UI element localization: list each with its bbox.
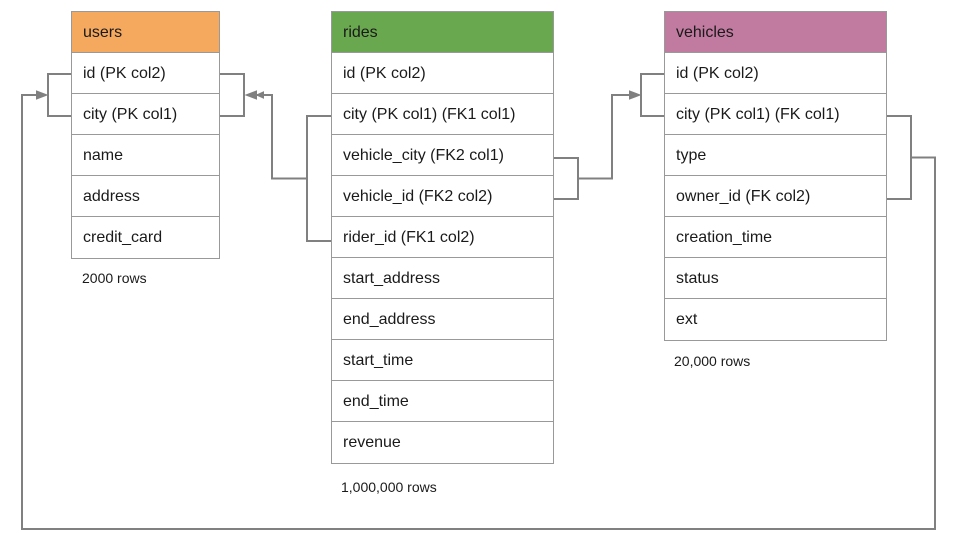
field-row[interactable]: city (PK col1) (FK col1) — [665, 94, 886, 135]
connector-rides-to-users — [220, 73, 331, 242]
field-row[interactable]: creation_time — [665, 217, 886, 258]
entity-table-users[interactable]: users id (PK col2) city (PK col1) name a… — [71, 11, 220, 259]
field-row[interactable]: city (PK col1) — [72, 94, 219, 135]
field-row[interactable]: credit_card — [72, 217, 219, 258]
entity-header-rides: rides — [332, 12, 553, 53]
field-row[interactable]: vehicle_id (FK2 col2) — [332, 176, 553, 217]
field-row[interactable]: id (PK col2) — [332, 53, 553, 94]
entity-header-users: users — [72, 12, 219, 53]
field-row[interactable]: start_address — [332, 258, 553, 299]
field-row[interactable]: end_time — [332, 381, 553, 422]
connector-arrowheads — [36, 90, 642, 100]
field-row[interactable]: vehicle_city (FK2 col1) — [332, 135, 553, 176]
row-count-users: 2000 rows — [82, 270, 147, 286]
entity-table-vehicles[interactable]: vehicles id (PK col2) city (PK col1) (FK… — [664, 11, 887, 341]
field-row[interactable]: start_time — [332, 340, 553, 381]
field-row[interactable]: rider_id (FK1 col2) — [332, 217, 553, 258]
field-row[interactable]: revenue — [332, 422, 553, 463]
field-row[interactable]: type — [665, 135, 886, 176]
field-row[interactable]: city (PK col1) (FK1 col1) — [332, 94, 553, 135]
field-row[interactable]: name — [72, 135, 219, 176]
field-row[interactable]: status — [665, 258, 886, 299]
field-row[interactable]: address — [72, 176, 219, 217]
field-row[interactable]: owner_id (FK col2) — [665, 176, 886, 217]
entity-table-rides[interactable]: rides id (PK col2) city (PK col1) (FK1 c… — [331, 11, 554, 464]
row-count-rides: 1,000,000 rows — [341, 479, 437, 495]
field-row[interactable]: id (PK col2) — [665, 53, 886, 94]
field-row[interactable]: end_address — [332, 299, 553, 340]
row-count-vehicles: 20,000 rows — [674, 353, 751, 369]
field-row[interactable]: ext — [665, 299, 886, 340]
field-row[interactable]: id (PK col2) — [72, 53, 219, 94]
entity-header-vehicles: vehicles — [665, 12, 886, 53]
connector-rides-to-vehicles — [554, 73, 664, 200]
